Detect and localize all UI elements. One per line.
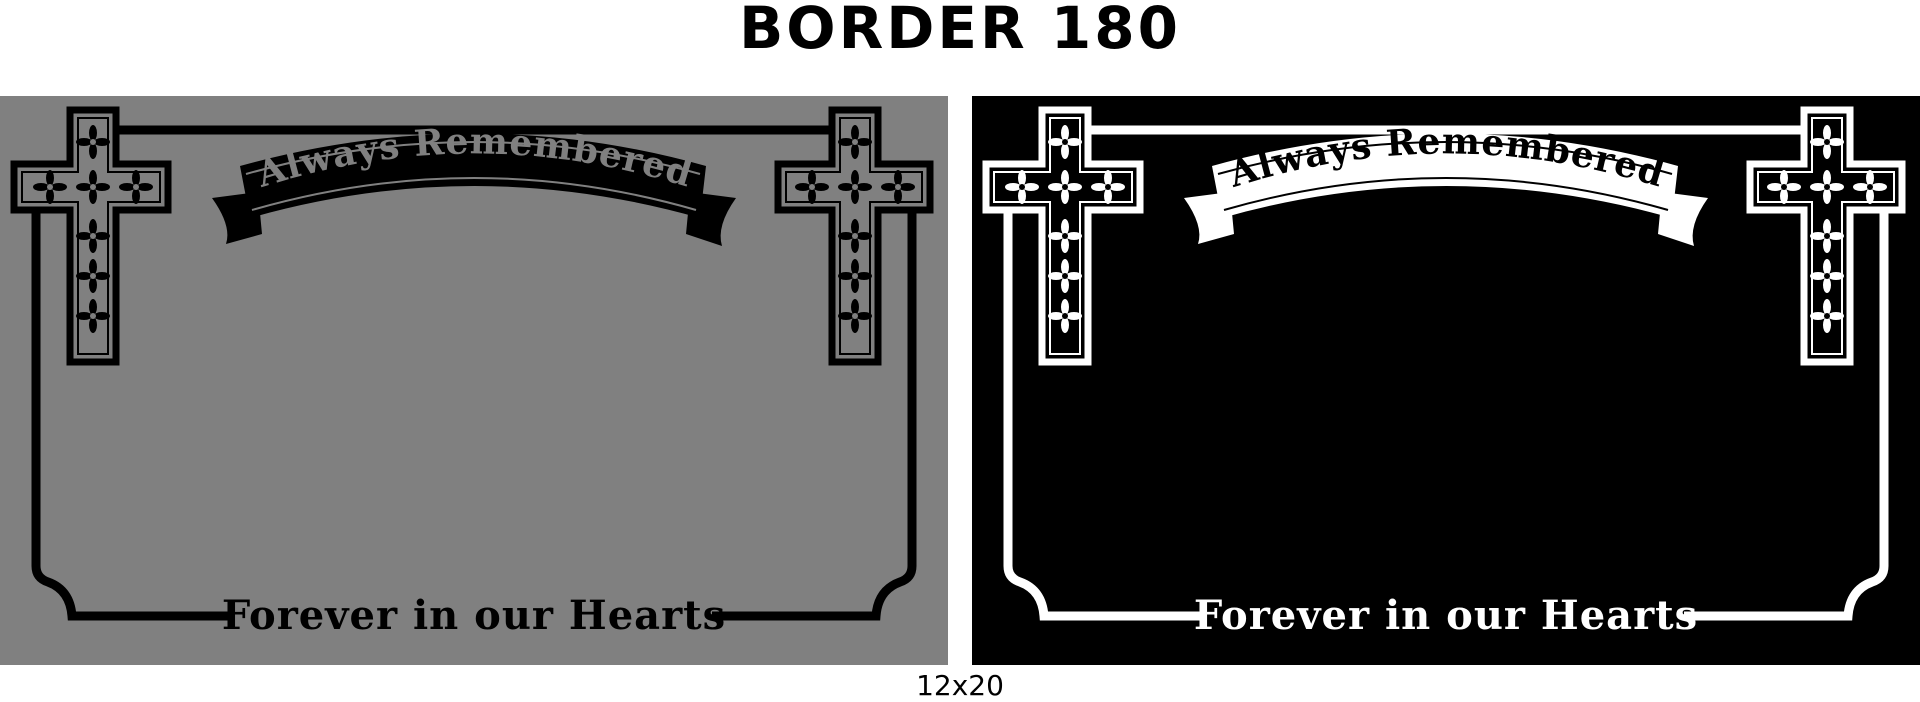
plaque-black: Always Remembered Forever in our Hearts <box>972 96 1920 665</box>
banner-ribbon <box>1184 133 1708 246</box>
banner-ribbon <box>212 133 736 246</box>
cross-left-icon <box>10 106 172 366</box>
page-title: BORDER 180 <box>739 0 1181 62</box>
plaque-border <box>31 125 917 621</box>
plaque-gray: Always Remembered Forever in our Hearts <box>0 96 948 665</box>
cross-left-icon <box>982 106 1144 366</box>
plaque-gray-artwork: Always Remembered Forever in our Hearts <box>0 96 948 665</box>
cross-right-icon <box>774 106 934 366</box>
bottom-text: Forever in our Hearts <box>222 592 726 639</box>
plaque-border <box>1003 125 1889 621</box>
size-label: 12x20 <box>916 669 1004 702</box>
cross-right-icon <box>1746 106 1906 366</box>
bottom-text: Forever in our Hearts <box>1194 592 1698 639</box>
plaque-black-artwork: Always Remembered Forever in our Hearts <box>972 96 1920 665</box>
